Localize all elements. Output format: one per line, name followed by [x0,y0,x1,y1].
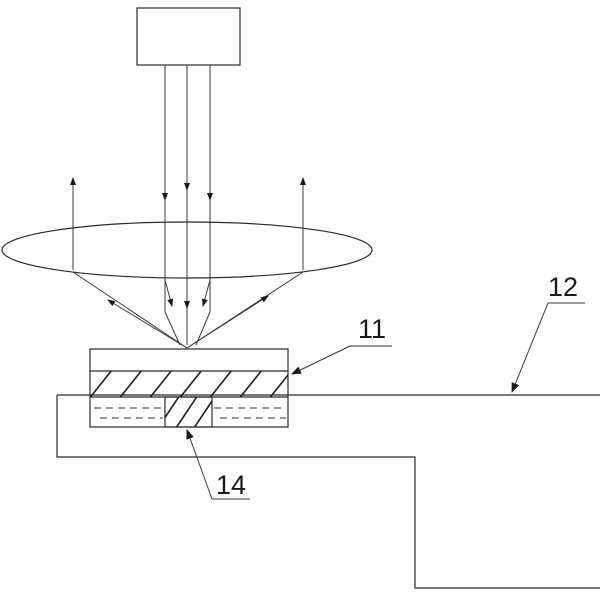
incident-rays [162,65,213,346]
label-insert: 14 [216,470,246,500]
focusing-lens [1,221,373,279]
insert-block [164,396,213,428]
label-stage: 12 [548,272,578,302]
work-stage [56,394,600,589]
hatched-layer [90,371,288,397]
dashed-layer [94,407,286,419]
substrate-stack [89,348,289,428]
light-source-box [136,7,241,66]
insert-hatch [165,397,212,427]
leader-lines [186,302,585,500]
label-substrate: 11 [358,314,386,344]
reflected-rays [70,177,306,349]
